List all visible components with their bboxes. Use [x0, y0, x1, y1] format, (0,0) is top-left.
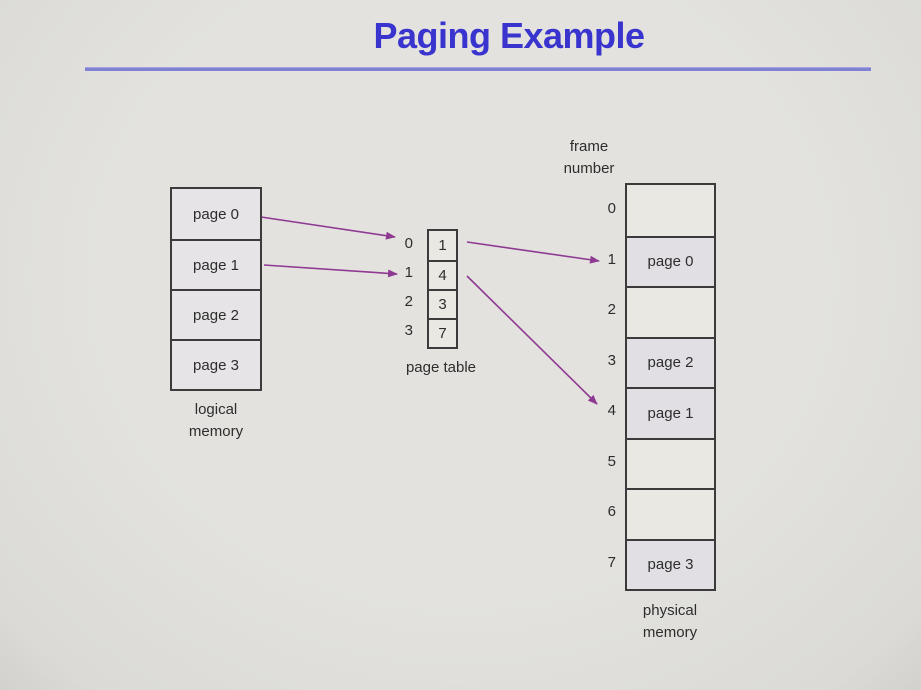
physical-memory-label: physical memory: [642, 602, 698, 641]
page-table-index: 2: [404, 293, 413, 310]
logical-memory-cell: page 0: [172, 189, 260, 239]
logical-memory-cell: page 2: [172, 289, 260, 339]
logical-memory-cell: page 1: [172, 239, 260, 289]
frame-number-label: frame number: [563, 138, 615, 177]
page-table-cell: 1: [429, 231, 456, 260]
page-title: Paging Example: [373, 15, 645, 56]
physical-memory-frame: page 0: [627, 235, 714, 286]
title-divider: [85, 67, 871, 71]
page-table-index: 1: [404, 264, 413, 281]
frame-number: 7: [607, 553, 616, 571]
page-table-indices: 0 1 2 3: [389, 229, 413, 345]
physical-memory-frame: page 1: [627, 387, 714, 438]
physical-memory-frame: [627, 185, 714, 236]
page-table-index: 0: [404, 235, 413, 252]
logical-memory-label: logical memory: [188, 401, 244, 440]
page-table-index: 3: [404, 322, 413, 339]
page-table-cell: 3: [429, 289, 456, 318]
frame-number: 6: [607, 503, 616, 520]
frame-number: 4: [607, 402, 616, 419]
physical-memory-column: page 0 page 2 page 1 page 3: [625, 183, 716, 591]
page-table-cell: 4: [429, 260, 456, 289]
page-table-label: page table: [405, 359, 477, 376]
physical-memory-frame: [627, 437, 714, 488]
logical-memory-column: page 0 page 1 page 2 page 3: [170, 187, 262, 391]
frame-number: 0: [607, 200, 616, 217]
arrow-page1-to-pte1: [263, 264, 398, 278]
physical-memory-frame: [627, 286, 714, 337]
physical-memory-frame: page 3: [627, 538, 714, 589]
page-table-cell: 7: [429, 318, 456, 347]
physical-memory-frame: [627, 488, 714, 539]
logical-memory-cell: page 3: [172, 339, 260, 389]
physical-memory-frame: page 2: [627, 336, 714, 387]
frame-number: 5: [607, 452, 616, 470]
frame-number-indices: 0 1 2 3 4 5 6 7: [560, 184, 616, 588]
frame-number: 3: [607, 351, 616, 369]
arrow-page0-to-pte0: [260, 216, 396, 240]
page-table-column: 1 4 3 7: [427, 229, 458, 349]
frame-number: 2: [607, 301, 616, 318]
frame-number: 1: [607, 250, 616, 268]
